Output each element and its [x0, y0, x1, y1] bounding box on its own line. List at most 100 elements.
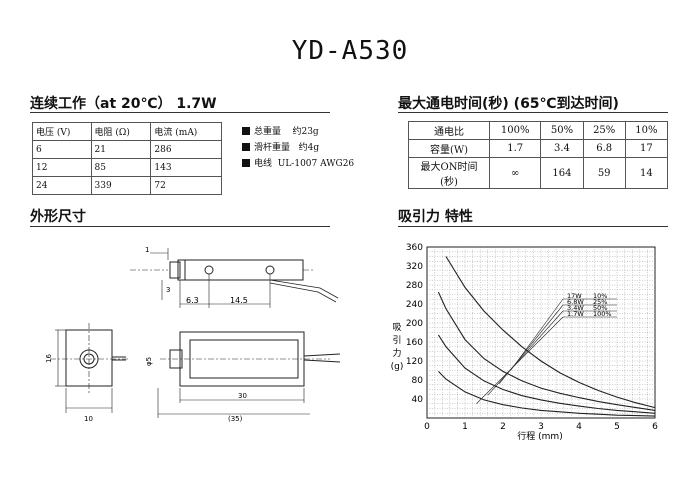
table-cell: 1.7 — [488, 139, 542, 158]
table-cell: 3.4 — [540, 139, 584, 158]
y-axis-label: (g) — [391, 362, 404, 372]
table-cell: ∞ — [488, 157, 542, 189]
dim-phi5: φ5 — [145, 357, 153, 366]
force-curve-3.4w — [437, 334, 656, 414]
table-cell: 容量(W) — [408, 139, 490, 158]
force-curve-1.7w — [438, 371, 656, 417]
y-tick-label: 360 — [406, 243, 423, 253]
y-tick-label: 160 — [406, 338, 423, 348]
y-tick-label: 280 — [406, 281, 423, 291]
table-cell: 6.8 — [582, 139, 626, 158]
max-on-time-title: 最大通电时间(秒) (65℃到达时间) — [398, 96, 619, 112]
y-axis-label: 吸 — [392, 322, 401, 333]
header-current: 电流 (mA) — [150, 122, 222, 141]
spec-item: 滑杆重量 约4g — [242, 140, 354, 156]
dim-30: 30 — [238, 392, 247, 400]
x-tick-label: 5 — [614, 422, 620, 432]
x-tick-label: 0 — [424, 422, 430, 432]
legend-series-pct: 50% — [593, 304, 607, 312]
table-cell: 24 — [32, 176, 92, 195]
legend-series-pct: 10% — [593, 292, 607, 300]
table-cell: 143 — [150, 158, 222, 177]
duty-cycle-table: 通电比 100% 50% 25% 10% 容量(W) 1.7 3.4 6.8 1… — [408, 121, 669, 189]
table-cell: 6 — [32, 140, 92, 159]
table-row: 12 85 143 — [32, 158, 222, 177]
table-cell: 10% — [624, 121, 669, 140]
table-row: 24 339 72 — [32, 176, 222, 195]
table-cell: 12 — [32, 158, 92, 177]
legend-leader-line — [476, 316, 564, 404]
legend-series-pct: 100% — [593, 310, 612, 318]
y-axis-label: 力 — [392, 347, 401, 359]
header-voltage: 电压 (V) — [32, 122, 92, 141]
legend-series-name: 1.7W — [567, 310, 584, 318]
table-cell: 最大ON时间(秒) — [408, 157, 490, 189]
dim-35: (35) — [228, 415, 243, 423]
x-axis-label: 行程 (mm) — [517, 430, 562, 442]
top-view-plunger — [169, 261, 181, 279]
table-row: 最大ON时间(秒) ∞ 164 59 14 — [408, 157, 669, 189]
spec-list: 总重量 约23g 滑杆重量 约4g 电线 UL-1007 AWG26 — [242, 124, 354, 172]
table-cell: 339 — [90, 176, 152, 195]
header-resistance: 电阻 (Ω) — [90, 122, 152, 141]
table-cell: 14 — [624, 157, 669, 189]
y-tick-label: 320 — [406, 262, 423, 272]
y-tick-label: 80 — [412, 376, 424, 386]
table-cell: 286 — [150, 140, 222, 159]
dimensions-title: 外形尺寸 — [30, 209, 86, 225]
dim-10: 10 — [84, 415, 93, 423]
table-row: 容量(W) 1.7 3.4 6.8 17 — [408, 139, 669, 158]
legend-series-name: 17W — [567, 292, 582, 300]
y-tick-label: 240 — [406, 300, 423, 310]
force-curve-6.8w — [437, 291, 656, 411]
y-tick-label: 120 — [406, 357, 423, 367]
bullet-square-icon — [242, 143, 250, 151]
force-chart-title: 吸引力 特性 — [398, 209, 473, 225]
dim-3: 3 — [166, 286, 170, 294]
bullet-square-icon — [242, 127, 250, 135]
bullet-square-icon — [242, 159, 250, 167]
table-row: 6 21 286 — [32, 140, 222, 159]
table-cell: 59 — [582, 157, 626, 189]
x-tick-label: 6 — [652, 422, 658, 432]
x-tick-label: 4 — [576, 422, 582, 432]
legend-series-pct: 25% — [593, 298, 607, 306]
continuous-operation-title: 连续工作（at 20℃） 1.7W — [30, 96, 217, 112]
x-tick-label: 2 — [500, 422, 506, 432]
table-cell: 21 — [90, 140, 152, 159]
left-section-rule — [30, 112, 330, 113]
table-cell: 50% — [540, 121, 584, 140]
spec-item: 总重量 约23g — [242, 124, 354, 140]
dim-1: 1 — [145, 246, 149, 254]
x-tick-label: 1 — [462, 422, 468, 432]
legend-series-name: 3.4W — [567, 304, 584, 312]
electrical-table: 电压 (V) 电阻 (Ω) 电流 (mA) 6 21 286 12 85 143… — [32, 122, 222, 195]
dim-6-3: 6.3 — [186, 296, 199, 305]
y-tick-label: 200 — [406, 319, 423, 329]
top-view-body — [177, 259, 304, 281]
force-curve-17w — [445, 256, 656, 409]
mount-hole — [204, 265, 214, 275]
dimension-drawing: 1 3 6.3 14.5 16 10 φ5 30 (35) — [45, 246, 341, 423]
page-title: YD-A530 — [291, 36, 409, 66]
dim-14-5: 14.5 — [230, 296, 248, 305]
y-axis-label: 引 — [392, 335, 401, 346]
table-cell: 100% — [488, 121, 542, 140]
mount-hole — [265, 265, 275, 275]
table-cell: 17 — [624, 139, 669, 158]
table-cell: 85 — [90, 158, 152, 177]
legend-leader-line — [487, 310, 564, 396]
table-cell: 通电比 — [408, 121, 490, 140]
dim-16: 16 — [45, 354, 53, 363]
right-section-rule — [398, 112, 668, 113]
table-cell: 72 — [150, 176, 222, 195]
x-tick-label: 3 — [538, 422, 544, 432]
y-tick-label: 40 — [412, 395, 424, 405]
table-header-row: 电压 (V) 电阻 (Ω) 电流 (mA) — [32, 122, 222, 141]
table-row: 通电比 100% 50% 25% 10% — [408, 121, 669, 140]
chart-section-rule — [398, 226, 668, 227]
force-stroke-chart: 17W 10% 6.8W 25% 3.4W 50% 1.7W 100% 0 1 2 3 4 5 6 40 80… — [391, 243, 659, 442]
legend-series-name: 6.8W — [567, 298, 584, 306]
table-cell: 164 — [540, 157, 584, 189]
spec-item: 电线 UL-1007 AWG26 — [242, 156, 354, 172]
